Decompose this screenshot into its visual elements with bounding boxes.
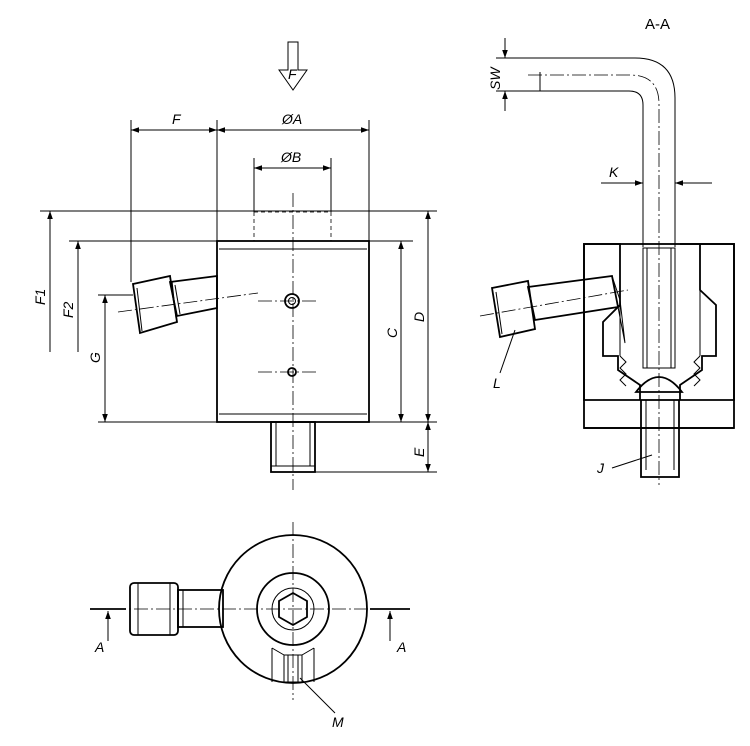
bent-pin [506,57,676,485]
label-L: L [493,375,501,391]
spring [619,355,701,387]
label-SW: SW [487,66,503,90]
front-view: F [32,41,437,490]
hole-upper [284,293,300,309]
bore [642,247,676,369]
pin-hidden [253,211,332,241]
pin-head [634,376,684,393]
label-section-left: A [94,639,104,655]
label-K: K [609,164,619,180]
label-B: ØB [280,149,301,165]
label-C: C [384,327,400,338]
section-title: A-A [645,16,670,33]
label-section-right: A [396,639,406,655]
hex-socket [278,591,308,627]
label-D: D [411,312,427,322]
label-F: F [172,111,182,127]
side-screw [117,274,259,335]
label-G: G [87,352,103,363]
label-F1: F1 [32,289,48,305]
label-A: ØA [281,111,302,127]
label-F2: F2 [60,301,76,318]
label-M: M [332,714,344,730]
force-arrow: F [278,41,308,91]
label-J: J [596,460,605,476]
top-view: A A M [90,522,410,730]
section-view: A-A SW K [479,16,735,485]
section-side-screw [479,274,629,344]
force-label: F [288,66,298,82]
section-stud [640,399,680,478]
label-E: E [411,447,427,457]
thread-hole-M [271,647,315,683]
hole-lower [287,367,297,377]
